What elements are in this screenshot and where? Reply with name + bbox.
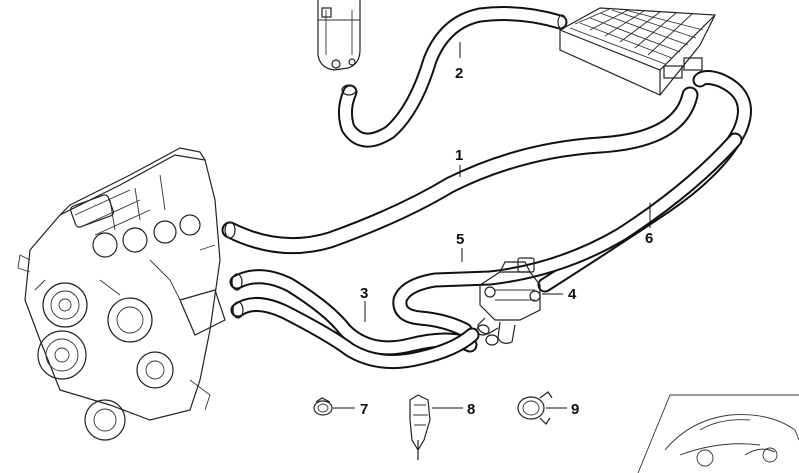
engine-block-illustration [17, 147, 226, 441]
clip-illustration [409, 394, 431, 460]
callout-7: 7 [360, 401, 368, 418]
hose-1 [221, 86, 699, 255]
vehicle-thumbnail [637, 394, 799, 473]
callout-3: 3 [360, 285, 368, 302]
hose-2 [337, 6, 568, 148]
callout-5: 5 [456, 231, 464, 248]
pipe-3 [229, 269, 480, 370]
callout-6: 6 [645, 230, 653, 247]
callout-9: 9 [571, 401, 579, 418]
callout-1: 1 [455, 147, 463, 164]
callout-8: 8 [467, 401, 475, 418]
heater-core-illustration [559, 7, 716, 96]
spring-band-clamp-illustration [517, 391, 553, 425]
expansion-tank-illustration [317, 0, 361, 71]
callout-4: 4 [568, 286, 577, 303]
pipe-5 [392, 132, 743, 338]
water-valve-illustration [476, 257, 541, 346]
hose-clamp-illustration [313, 397, 333, 416]
callout-2: 2 [455, 65, 463, 82]
leader-lines [333, 42, 651, 409]
